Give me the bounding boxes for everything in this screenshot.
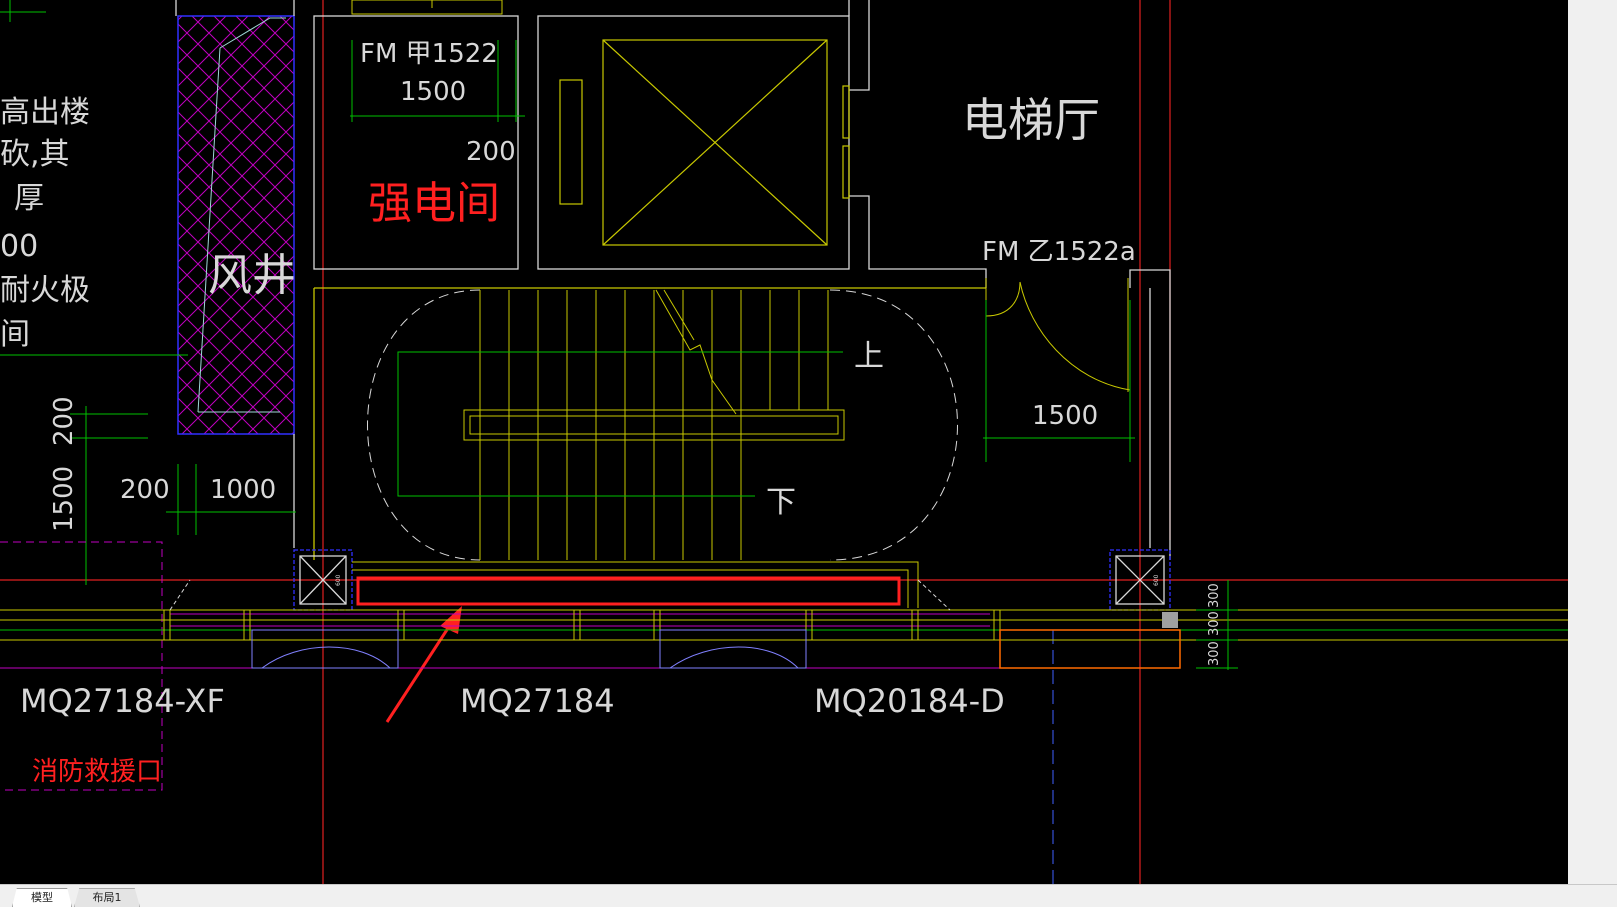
stair-up-label: 上 xyxy=(854,339,884,374)
window-mid-label: MQ27184 xyxy=(460,682,615,720)
window-left-label: MQ27184-XF xyxy=(20,682,225,720)
dim-200-top: 200 xyxy=(466,137,516,167)
walls xyxy=(175,0,1171,560)
landing-lines xyxy=(352,561,919,608)
fm-yi-door xyxy=(983,278,1135,462)
highlight-box xyxy=(356,576,901,606)
left-note-5: 耐火极 xyxy=(0,273,90,308)
layout-tab-bar: 模型 布局1 xyxy=(0,884,1617,907)
left-note-6: 间 xyxy=(0,317,30,352)
elevator-hall-label: 电梯厅 xyxy=(962,93,1100,147)
tab-model[interactable]: 模型 xyxy=(12,888,72,907)
tab-layout1[interactable]: 布局1 xyxy=(74,888,140,907)
left-note-1: 高出楼 xyxy=(0,95,90,130)
cad-drawing[interactable]: FM 甲1522 1500 200 电梯厅 FM 乙1522a 上 下 1500… xyxy=(0,0,1568,884)
door-fm-jia-label: FM 甲1522 xyxy=(360,39,498,69)
left-dims xyxy=(0,0,296,585)
left-note-4: 00 xyxy=(0,229,38,264)
dim-300-a: 300 xyxy=(1207,583,1222,608)
air-shaft-label: 风井 xyxy=(208,250,296,301)
fire-rescue-box xyxy=(0,541,163,791)
left-note-2: 砍,其 xyxy=(0,137,70,172)
dim-300-b: 300 xyxy=(1207,611,1222,636)
dim-200-vert: 200 xyxy=(49,396,79,446)
column-tag-b: 600 xyxy=(1153,574,1160,586)
curtain-wall xyxy=(0,579,1568,670)
top-door-detail xyxy=(351,0,503,15)
window-right-label: MQ20184-D xyxy=(814,682,1005,720)
strong-elec-room-label: 强电间 xyxy=(368,178,500,229)
dim-200-left: 200 xyxy=(120,475,170,505)
column-tag-a: 600 xyxy=(335,574,342,586)
cad-model-canvas[interactable]: FM 甲1522 1500 200 电梯厅 FM 乙1522a 上 下 1500… xyxy=(0,0,1617,884)
elevator-car xyxy=(559,39,850,246)
dim-1500-door: 1500 xyxy=(1032,401,1098,431)
stair-outline xyxy=(367,289,958,561)
dim-300-c: 300 xyxy=(1207,641,1222,666)
dim-1500-vert: 1500 xyxy=(49,466,79,532)
air-shaft xyxy=(177,15,295,435)
left-note-3: 厚 xyxy=(14,181,44,216)
strong-elec-dims xyxy=(350,40,525,122)
dim-1500-top: 1500 xyxy=(400,77,466,107)
stair-down-label: 下 xyxy=(766,485,796,520)
dim-1000-left: 1000 xyxy=(210,475,276,505)
fire-rescue-label: 消防救援口 xyxy=(32,757,162,787)
door-fm-yi-label: FM 乙1522a xyxy=(982,237,1136,267)
right-side-panel xyxy=(1568,0,1617,884)
